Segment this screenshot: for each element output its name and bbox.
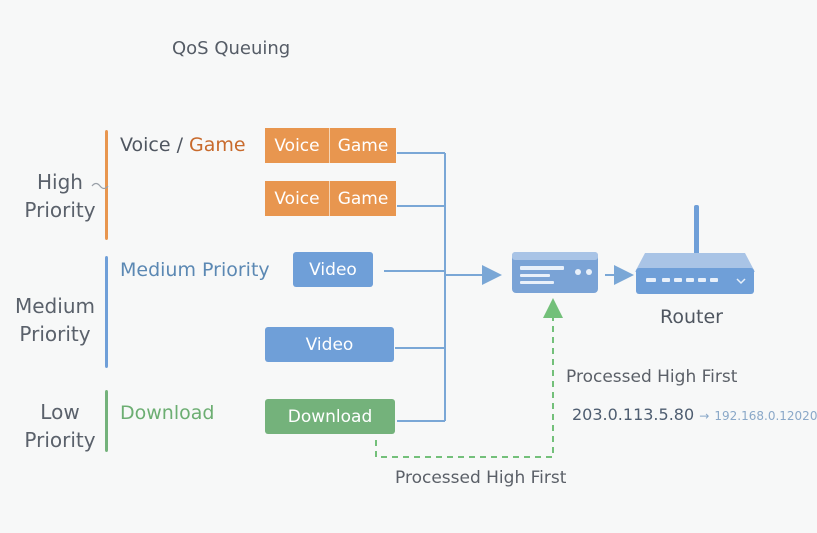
packet-video-1: Video [293,252,373,287]
category-high-game: Game [189,134,246,156]
packet-voice-game-1: Voice Game [265,128,396,163]
router-label: Router [660,306,723,328]
processed-label-bottom: Processed High First [395,468,567,488]
packet-voice: Voice [265,128,329,163]
tilde-mark [91,182,109,190]
low-priority-bar [105,390,108,452]
ip-source: 203.0.113.5.80 [572,405,695,424]
medium-priority-bar [105,256,108,368]
packet-download: Download [265,399,395,434]
switch-icon [512,252,598,293]
ip-mapping: 203.0.113.5.80 → 192.168.0.12020 [572,405,817,424]
ip-destination: 192.168.0.12020 [714,409,817,423]
category-high-voice: Voice / [120,134,190,156]
router-icon [635,205,755,294]
category-medium: Medium Priority [120,259,270,281]
diagram-canvas [91,130,755,458]
packet-voice-game-2: Voice Game [265,181,396,216]
page-title: QoS Queuing [172,38,291,59]
arrow-right-icon: → [699,409,710,423]
packet-voice: Voice [265,181,329,216]
packet-game: Game [329,128,396,163]
queue-connectors [384,152,634,422]
processed-path [375,298,563,458]
category-low: Download [120,402,215,424]
tier-label-medium: Medium Priority [15,294,95,346]
tier-label-high: High Priority [24,170,96,222]
packet-game: Game [329,181,396,216]
packet-video-2: Video [265,327,394,362]
high-priority-bar [105,130,108,240]
processed-label-right: Processed High First [566,367,738,387]
tier-label-low: Low Priority [24,400,96,452]
category-high: Voice / Game [120,134,246,156]
